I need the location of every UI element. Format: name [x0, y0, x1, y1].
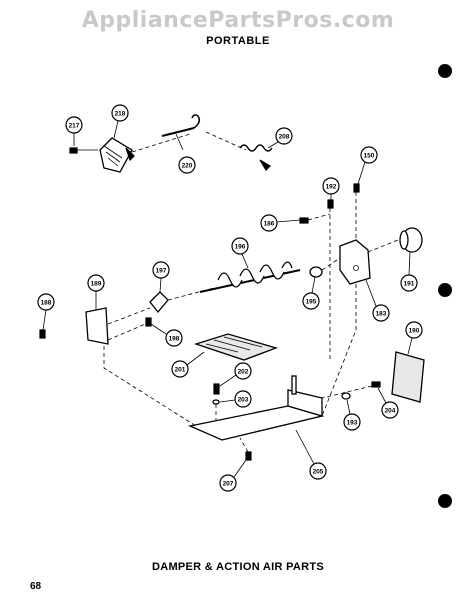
bracket-189 [339, 239, 371, 285]
spring-208 [205, 131, 273, 171]
callout-label: 208 [279, 134, 290, 141]
callout-217: 217 [65, 116, 83, 146]
washer-203 [212, 399, 220, 424]
diagram-caption: DAMPER & ACTION AIR PARTS [151, 561, 325, 573]
callout-202: 202 [219, 362, 252, 387]
callout-label: 203 [238, 397, 249, 404]
callout-208: 208 [267, 127, 293, 149]
screw-150 [353, 183, 360, 240]
callout-192: 192 [322, 177, 340, 200]
screw-204 [321, 381, 381, 399]
callout-label: 195 [306, 299, 317, 306]
screw-198 [145, 317, 152, 327]
callout-220: 220 [178, 156, 196, 174]
callout-label: 197 [156, 268, 167, 275]
binder-hole [438, 494, 452, 508]
callout-label: 186 [264, 221, 275, 228]
page-number: 68 [30, 581, 42, 592]
callout-190: 190 [405, 321, 423, 355]
binder-hole [438, 64, 452, 78]
watermark-text: AppliancePartsPros.com [81, 8, 395, 33]
filter-pad-190 [391, 351, 425, 403]
motor-191 [367, 227, 423, 253]
callout-197: 197 [152, 261, 170, 293]
callout-189: 189 [87, 274, 105, 310]
callout-186: 186 [260, 214, 301, 232]
screw-188-left [39, 329, 46, 339]
nut-193 [341, 392, 351, 400]
callout-label: 218 [115, 111, 126, 118]
screw-207 [239, 437, 252, 461]
callout-218: 218 [111, 104, 129, 139]
callout-191: 191 [400, 251, 418, 292]
callout-label: 191 [404, 281, 415, 288]
callout-label: 207 [223, 481, 234, 488]
callout-label: 192 [326, 184, 337, 191]
callout-204: 204 [377, 387, 399, 419]
callout-183: 183 [365, 279, 390, 322]
diagram-subtitle: PORTABLE [206, 35, 270, 47]
callout-label: 193 [347, 420, 358, 427]
screw-202 [213, 383, 220, 395]
callout-label: 196 [235, 244, 246, 251]
bushing-195 [309, 257, 341, 278]
callout-label: 198 [169, 336, 180, 343]
screw-186 [299, 213, 331, 224]
callout-label: 204 [385, 408, 396, 415]
callout-196: 196 [231, 237, 249, 269]
callout-label: 205 [313, 469, 324, 476]
callout-201: 201 [171, 351, 205, 378]
filter-pad-201 [193, 333, 279, 361]
screw-192 [327, 199, 334, 360]
callout-198: 198 [150, 323, 183, 347]
callout-label: 150 [364, 153, 375, 160]
damper-shaft-196 [199, 261, 301, 293]
callout-label: 220 [182, 163, 193, 170]
bushing-197 [149, 287, 215, 314]
callout-195: 195 [302, 276, 320, 310]
callout-207: 207 [219, 459, 247, 492]
callout-label: 201 [175, 367, 186, 374]
binder-hole [438, 283, 452, 297]
callout-150: 150 [357, 146, 378, 185]
callout-188: 188 [37, 293, 55, 331]
damper-bracket-218 [99, 137, 135, 173]
panel-188 [85, 307, 151, 345]
callout-193: 193 [343, 399, 361, 431]
callout-label: 217 [69, 123, 80, 130]
callout-label: 190 [409, 328, 420, 335]
base-tray-205 [187, 375, 325, 441]
screw-217 [69, 147, 98, 154]
callout-205: 205 [295, 429, 327, 480]
callout-203: 203 [219, 390, 252, 408]
callout-label: 188 [41, 300, 52, 307]
damper-rod-220 [161, 114, 201, 151]
callout-label: 189 [91, 281, 102, 288]
callout-label: 202 [238, 369, 249, 376]
callout-label: 183 [376, 311, 387, 318]
